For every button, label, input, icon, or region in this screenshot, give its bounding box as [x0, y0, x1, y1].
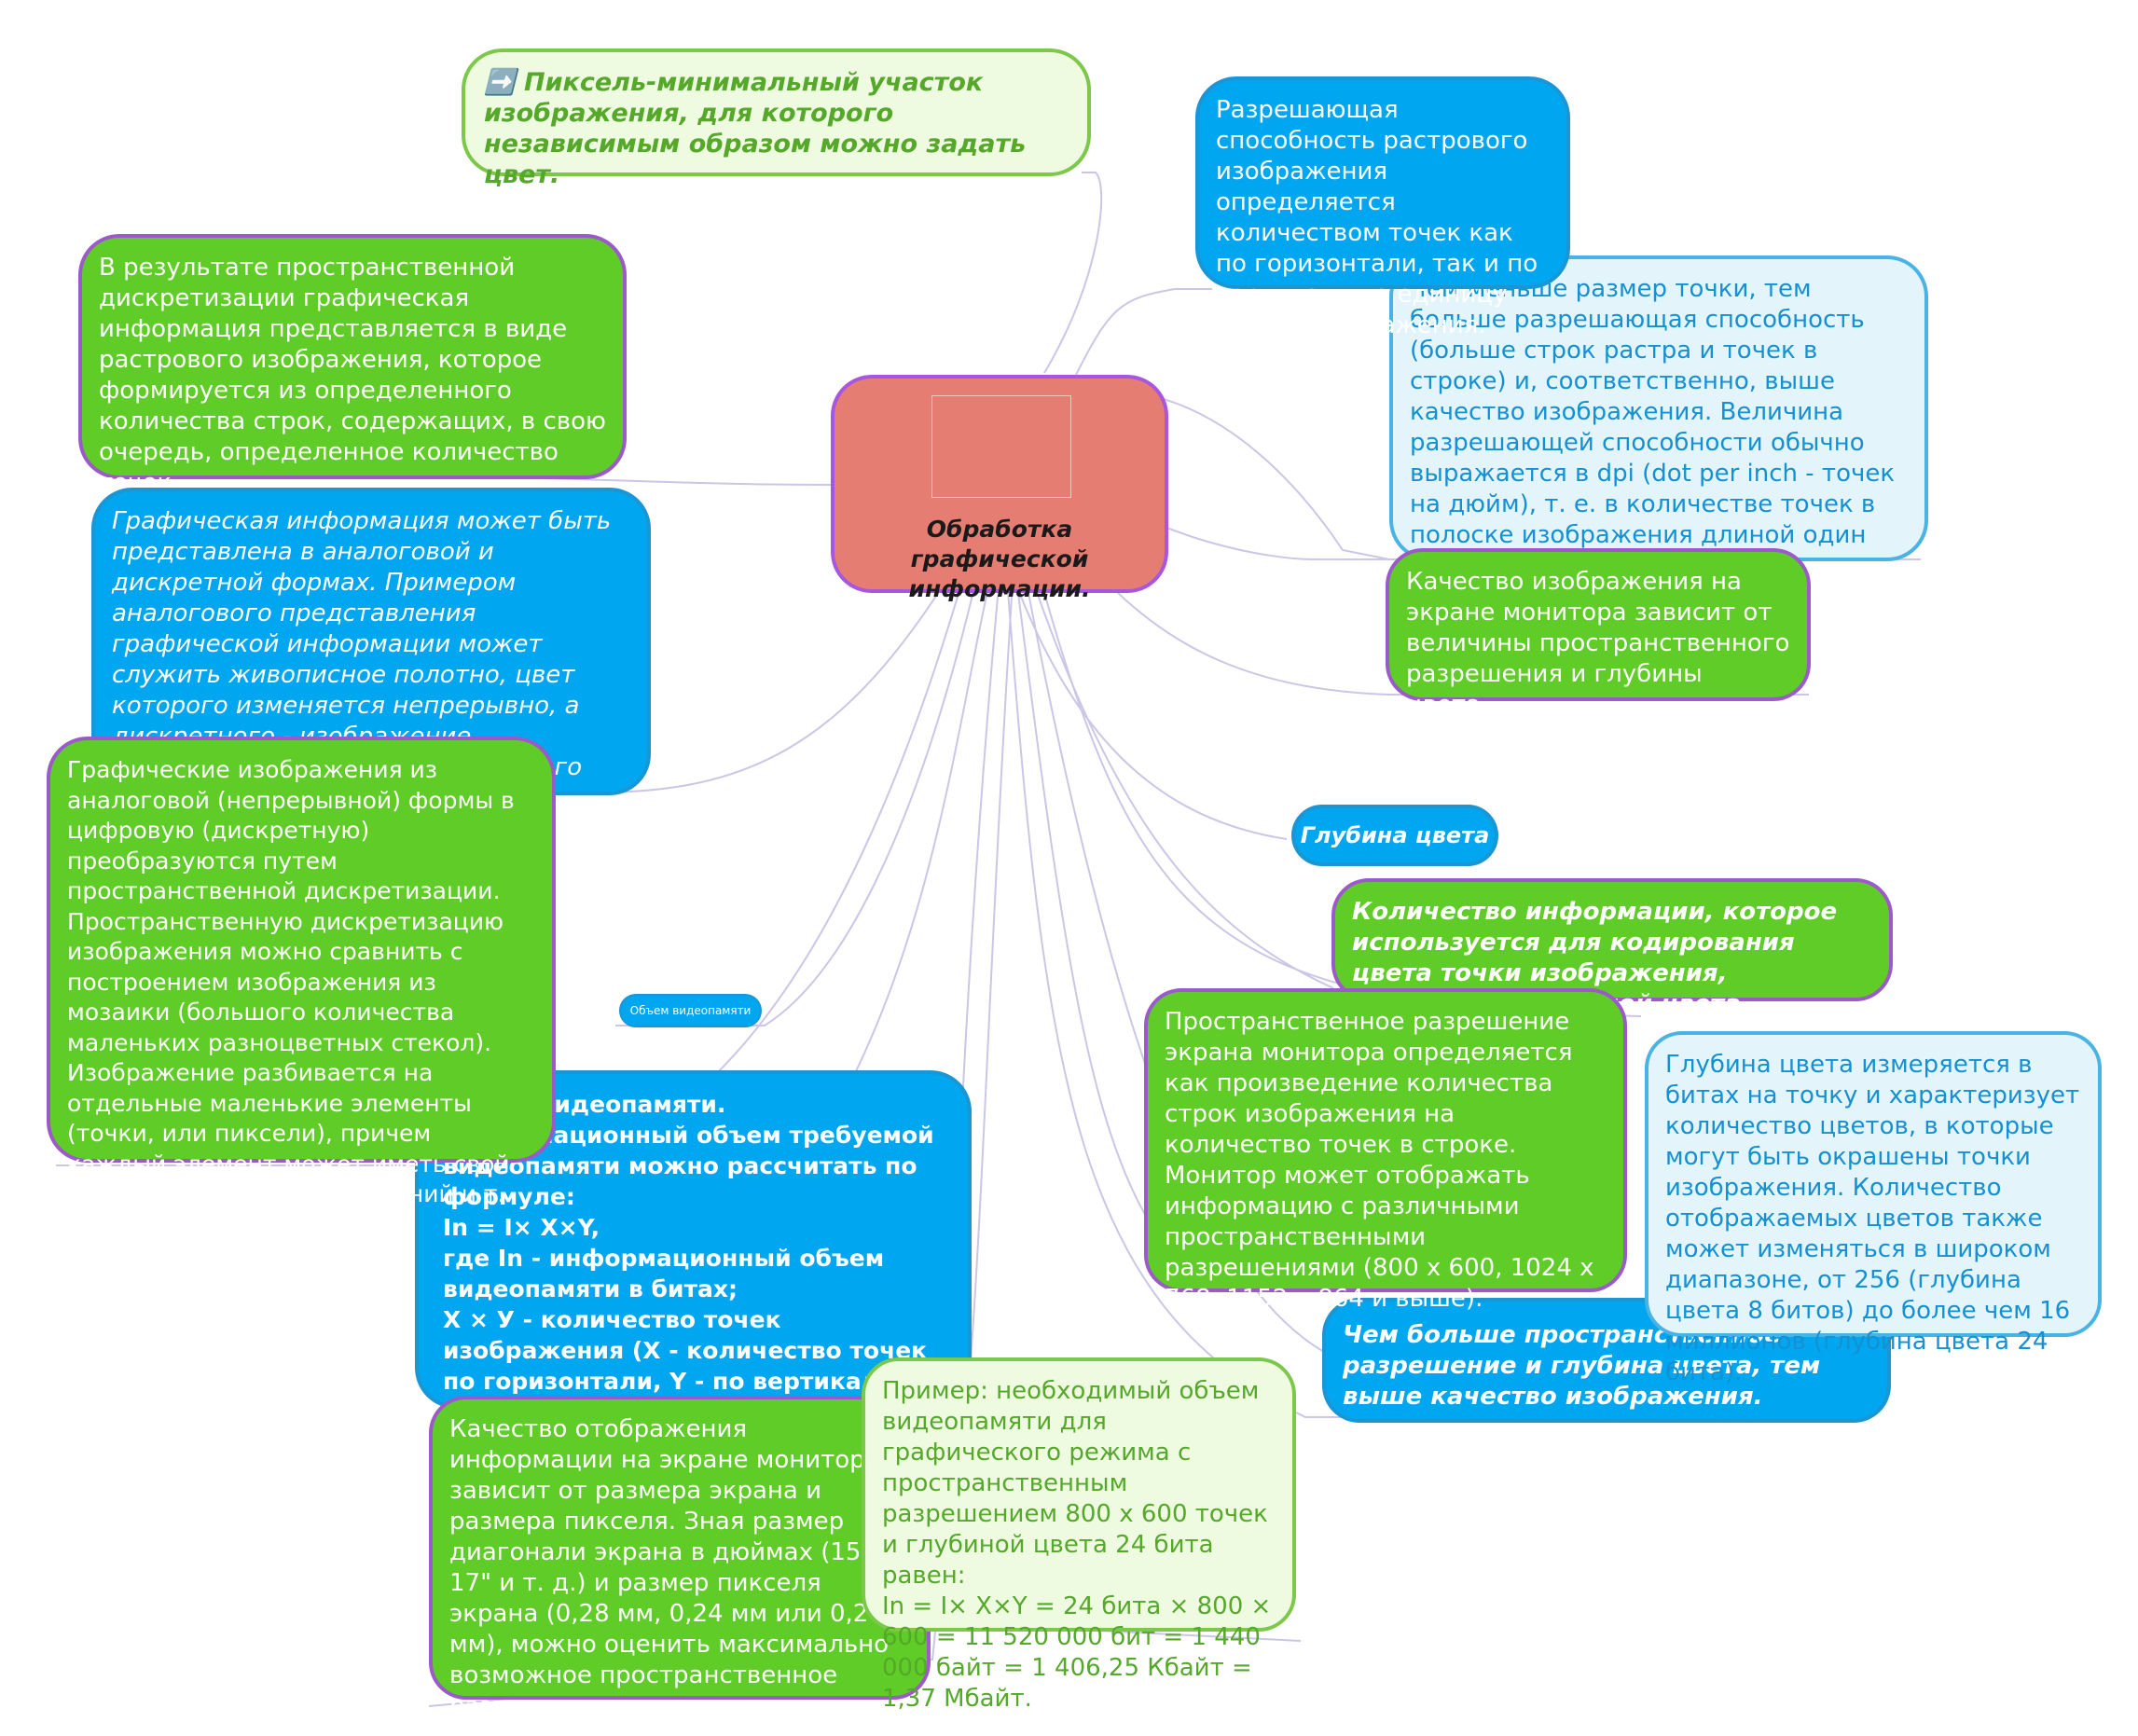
depth-bits-text: Глубина цвета измеряется в битах на точк… [1665, 1051, 2080, 1386]
resolution-node[interactable]: Разрешающая способность растрового изобр… [1195, 76, 1570, 339]
dpi-node[interactable]: Чем меньше размер точки, тем больше разр… [1389, 255, 1928, 580]
quality-screen-node[interactable]: Качество изображения на экране монитора … [1386, 548, 1811, 719]
central-title: Обработка графической информации. [908, 516, 1091, 602]
color-depth-text: Глубина цвета [1300, 822, 1490, 848]
bigger-better-node[interactable]: Чем больше пространственное разрешение и… [1322, 1298, 1891, 1423]
discretization-text: Графические изображения из аналоговой (н… [67, 756, 515, 1238]
central-node[interactable]: Обработка графической информации. [831, 375, 1168, 602]
raster-node[interactable]: В результате пространственной дискретиза… [78, 234, 627, 497]
video-memory-label-text: Объем видеопамяти [629, 1004, 752, 1017]
display-quality-node[interactable]: Качество отображения информации на экран… [429, 1396, 931, 1720]
pixel-node[interactable]: ➡️ Пиксель-минимальный участок изображен… [462, 48, 1091, 189]
spatial-res-node[interactable]: Пространственное разрешение экрана монит… [1144, 988, 1627, 1313]
video-memory-label-node[interactable]: Объем видеопамяти [619, 994, 762, 1027]
example-node[interactable]: Пример: необходимый объем видеопамяти дл… [862, 1357, 1296, 1713]
example-text: Пример: необходимый объем видеопамяти дл… [882, 1377, 1272, 1713]
bigger-better-text: Чем больше пространственное разрешение и… [1343, 1321, 1821, 1411]
pixel-text: ➡️ Пиксель-минимальный участок изображен… [484, 68, 1027, 189]
resolution-text: Разрешающая способность растрового изобр… [1216, 96, 1538, 339]
quality-screen-text: Качество изображения на экране монитора … [1406, 568, 1790, 719]
raster-text: В результате пространственной дискретиза… [99, 254, 606, 497]
spatial-res-text: Пространственное разрешение экрана монит… [1165, 1008, 1594, 1313]
display-quality-text: Качество отображения информации на экран… [449, 1415, 890, 1720]
dpi-text: Чем меньше размер точки, тем больше разр… [1410, 275, 1896, 580]
color-depth-def-node[interactable]: Количество информации, которое используе… [1331, 878, 1893, 1018]
color-depth-node[interactable]: Глубина цвета [1291, 805, 1498, 866]
central-image-placeholder [931, 395, 1071, 498]
depth-bits-node[interactable]: Глубина цвета измеряется в битах на точк… [1645, 1031, 2102, 1386]
discretization-node[interactable]: Графические изображения из аналоговой (н… [47, 737, 556, 1238]
